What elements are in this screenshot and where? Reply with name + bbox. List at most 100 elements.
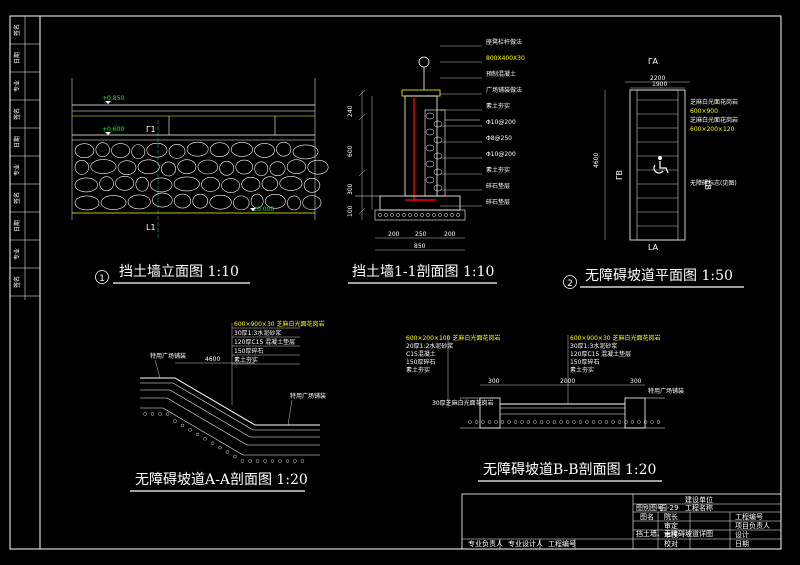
dim-left-1: 240 [347, 105, 354, 117]
aa-label-right: 特用广场铺装 [290, 392, 326, 400]
title-4: 无障碍坡道A-A剖面图 1:20 [130, 472, 308, 492]
tb-org: 建设单位 [685, 495, 713, 504]
strip-label: 日期 [13, 136, 21, 148]
tb-drawing-no-label: 图别图号 [636, 503, 664, 512]
bb-label-right: 特用广场铺装 [648, 387, 684, 395]
bb-dim-1: 300 [488, 378, 500, 385]
bb-note-left: 素土夯实 [406, 366, 430, 374]
strip-label: 日期 [13, 220, 21, 232]
aa-dim: 4600 [205, 356, 220, 363]
title-block: 建设单位 工程名称 图别图号 园-29 图名 挡土墙、无障碍坡道详图 院长审定审… [461, 493, 782, 550]
title-5: 无障碍坡道B-B剖面图 1:20 [478, 462, 662, 482]
bb-note-right: 素土夯实 [570, 366, 594, 374]
mark-right: LB [703, 180, 712, 190]
title-4-text: 无障碍坡道A-A剖面图 1:20 [135, 472, 308, 488]
strip-label: 签名 [13, 276, 21, 288]
section-note: Φ10@200 [486, 151, 516, 158]
title-3-number: 2 [567, 279, 573, 289]
strip-label: 专业 [13, 80, 21, 92]
tb-bottom-label: 专业设计人 [508, 539, 543, 548]
plan-dim-top2: 1900 [652, 81, 667, 88]
retaining-wall-section: 240 600 300 100 200 250 200 850 座凳栏杆做法80… [347, 38, 525, 251]
strip-label: 签名 [13, 192, 21, 204]
elev-bottom: ±0.000 [252, 206, 274, 213]
dim-bottom-2: 250 [415, 231, 427, 238]
tb-role-right: 设计 [735, 530, 749, 539]
stone-masonry-hatch [74, 141, 329, 211]
aa-note: 30厚1:3水泥砂浆 [234, 329, 281, 337]
dim-left-2: 600 [347, 145, 354, 157]
retaining-wall-elevation: +0.850 +0.600 ±0.000 Γ1 L1 [71, 78, 329, 240]
title-5-text: 无障碍坡道B-B剖面图 1:20 [483, 462, 656, 478]
section-note: 碎石垫层 [486, 182, 510, 190]
plan-dim-top: 2200 [650, 75, 665, 82]
section-mark-top: Γ1 [146, 125, 156, 134]
tb-role-left: 校对 [664, 539, 678, 548]
mark-bottom: LA [648, 243, 659, 252]
dim-bottom-1: 200 [388, 231, 400, 238]
strip-label: 专业 [13, 248, 21, 260]
tb-drawing-name-label: 图名 [640, 512, 654, 521]
section-note: 预制混凝土 [486, 70, 516, 78]
aa-note: 600×900×30 芝麻白光面花岗岩 [234, 320, 325, 328]
strip-label: 签名 [13, 108, 21, 120]
aa-label-left: 特用广场铺装 [150, 352, 186, 360]
bb-note-left: 600×200×100 芝麻白光面花岗岩 [406, 334, 500, 342]
title-1-number: 1 [99, 274, 105, 284]
title-3-text: 无障碍坡道平面图 1:50 [585, 268, 733, 284]
tb-drawing-no: 园-29 [660, 504, 678, 512]
plan-note: 芝麻白光面花岗岩 [690, 116, 738, 124]
title-2-text: 挡土墙1-1剖面图 1:10 [352, 264, 494, 280]
tb-role-left: 审核 [664, 530, 678, 539]
tb-role-right: 日期 [735, 540, 749, 548]
tb-bottom-label: 专业负责人 [468, 539, 503, 548]
plan-dim-side: 4600 [593, 153, 600, 168]
plan-note: 无障碍标志(见图) [690, 179, 737, 187]
tb-role-left: 院长 [664, 512, 678, 521]
tb-project: 工程名称 [685, 503, 713, 512]
aa-note: 150厚碎石 [234, 347, 263, 355]
bb-note-right: 120厚C15 混凝土垫层 [570, 350, 631, 358]
plan-note: 600×200×120 [690, 126, 735, 133]
bb-note-right: 150厚碎石 [570, 358, 599, 366]
dim-total: 850 [414, 243, 426, 250]
title-2: 挡土墙1-1剖面图 1:10 [348, 264, 497, 284]
ramp-plan: 2200 1900 4600 ΓA LA ΓB LB 芝麻白光面花岗岩600×9… [593, 57, 738, 252]
bb-dim-2: 2000 [560, 378, 575, 385]
aa-note: 120厚C15 混凝土垫层 [234, 338, 295, 346]
elev-top: +0.850 [102, 95, 124, 102]
section-mark-bottom: L1 [146, 223, 156, 232]
mark-left: ΓB [615, 170, 624, 180]
bb-note-left: C15混凝土 [406, 350, 436, 358]
tb-role-left: 审定 [664, 521, 678, 530]
section-note: 800X400X30 [486, 55, 525, 62]
wheelchair-icon [653, 156, 669, 174]
plan-note: 600×900 [690, 108, 718, 115]
tb-role-right: 工程编号 [735, 512, 763, 521]
bb-note-left: 20厚1:2水泥砂浆 [406, 342, 453, 350]
dim-left-3: 300 [347, 183, 354, 195]
strip-label: 签名 [13, 24, 21, 36]
tb-bottom-label: 工程编号 [548, 539, 576, 548]
section-note: Φ8@250 [486, 135, 512, 142]
plan-note: 芝麻白光面花岗岩 [690, 98, 738, 106]
dim-bottom-3: 200 [444, 231, 456, 238]
strip-label: 专业 [13, 164, 21, 176]
ramp-section-bb: 300 2000 300 特用广场铺装 30厚芝麻白光面花岗岩 600×200×… [406, 334, 684, 429]
bb-note-right: 600×900×30 芝麻白光面花岗岩 [570, 334, 661, 342]
bb-note-right: 30厚1:3水泥砂浆 [570, 342, 617, 350]
bb-dim-3: 300 [630, 378, 642, 385]
mark-top: ΓA [648, 57, 658, 66]
section-note: 座凳栏杆做法 [486, 38, 522, 46]
title-1: 1 挡土墙立面图 1:10 [95, 264, 250, 284]
title-3: 2 无障碍坡道平面图 1:50 [563, 268, 744, 289]
section-note: 素土夯实 [486, 166, 510, 174]
ramp-section-aa: 4600 特用广场铺装 特用广场铺装 600×900×30 芝麻白光面花岗岩30… [140, 320, 326, 463]
section-note: Φ10@200 [486, 119, 516, 126]
tb-role-right: 项目负责人 [735, 521, 770, 530]
tb-drawing-name: 挡土墙、无障碍坡道详图 [636, 529, 713, 538]
bb-label-bottom: 30厚芝麻白光面花岗岩 [432, 399, 494, 407]
aa-note: 素土夯实 [234, 356, 258, 364]
